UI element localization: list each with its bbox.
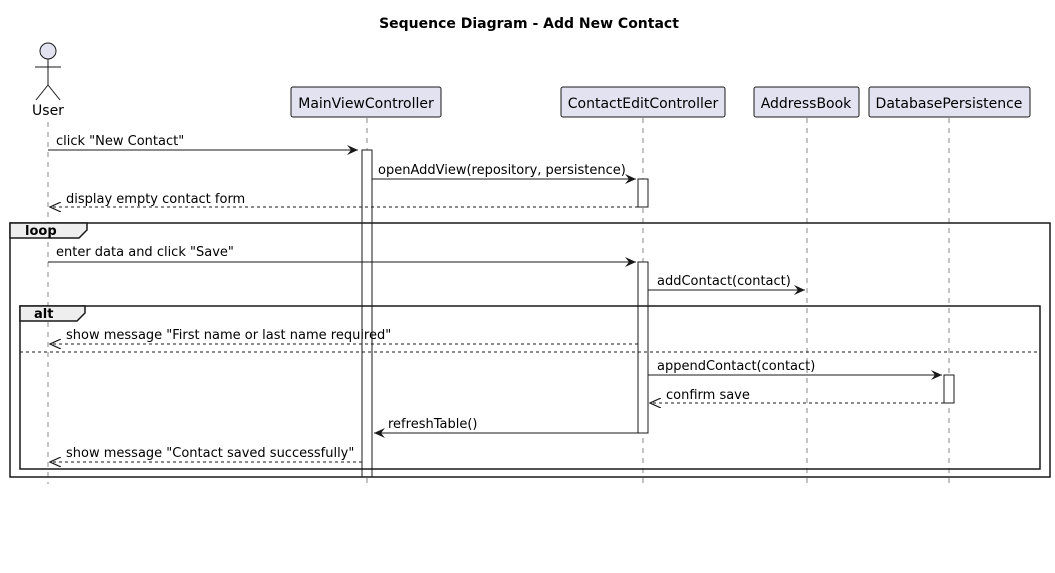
participant-address-book: AddressBook — [753, 86, 860, 118]
activation-bars — [361, 149, 955, 478]
alt-frame-label: alt — [34, 307, 53, 322]
message-label-4: enter data and click "Save" — [56, 245, 234, 260]
activation-main-view-controller — [361, 149, 373, 478]
alt-frame-tab — [19, 305, 86, 322]
activation-contact-edit-controller-1 — [637, 178, 649, 208]
activation-database-persistence — [943, 374, 955, 404]
loop-frame-tab — [9, 222, 88, 239]
participant-main-view-controller: MainViewController — [290, 86, 442, 118]
diagram-title: Sequence Diagram - Add New Contact — [379, 16, 679, 32]
participant-box — [753, 86, 860, 118]
message-label-10: show message "Contact saved successfully… — [66, 446, 354, 461]
actor-head-icon — [39, 42, 57, 60]
participant-label-contact-edit-controller: ContactEditController — [568, 96, 719, 112]
actor-left-leg — [35, 84, 49, 101]
message-label-8: confirm save — [666, 388, 750, 403]
participant-box — [868, 86, 1031, 118]
alt-frame-border — [19, 305, 1041, 470]
participant-label-user: User — [32, 103, 64, 119]
message-label-3: display empty contact form — [66, 192, 245, 207]
participant-label-main-view-controller: MainViewController — [298, 96, 434, 112]
actor-user — [35, 42, 61, 101]
loop-frame-border — [9, 222, 1051, 478]
participant-box — [290, 86, 442, 118]
participant-contact-edit-controller: ContactEditController — [560, 86, 726, 118]
message-label-6: show message "First name or last name re… — [66, 328, 391, 343]
loop-frame: loop — [9, 222, 1051, 478]
participant-database-persistence: DatabasePersistence — [868, 86, 1031, 118]
loop-frame-label: loop — [25, 224, 57, 239]
message-label-5: addContact(contact) — [657, 274, 791, 289]
message-label-9: refreshTable() — [388, 417, 477, 432]
message-label-7: appendContact(contact) — [657, 359, 815, 374]
actor-right-leg — [47, 84, 61, 101]
activation-contact-edit-controller-2 — [637, 261, 649, 434]
participant-box — [560, 86, 726, 118]
participant-label-address-book: AddressBook — [761, 96, 852, 112]
messages: click "New Contact" openAddView(reposito… — [48, 134, 944, 462]
participant-label-database-persistence: DatabasePersistence — [876, 96, 1023, 112]
alt-frame: alt — [19, 305, 1041, 470]
message-label-1: click "New Contact" — [56, 134, 184, 149]
message-label-2: openAddView(repository, persistence) — [378, 163, 626, 178]
